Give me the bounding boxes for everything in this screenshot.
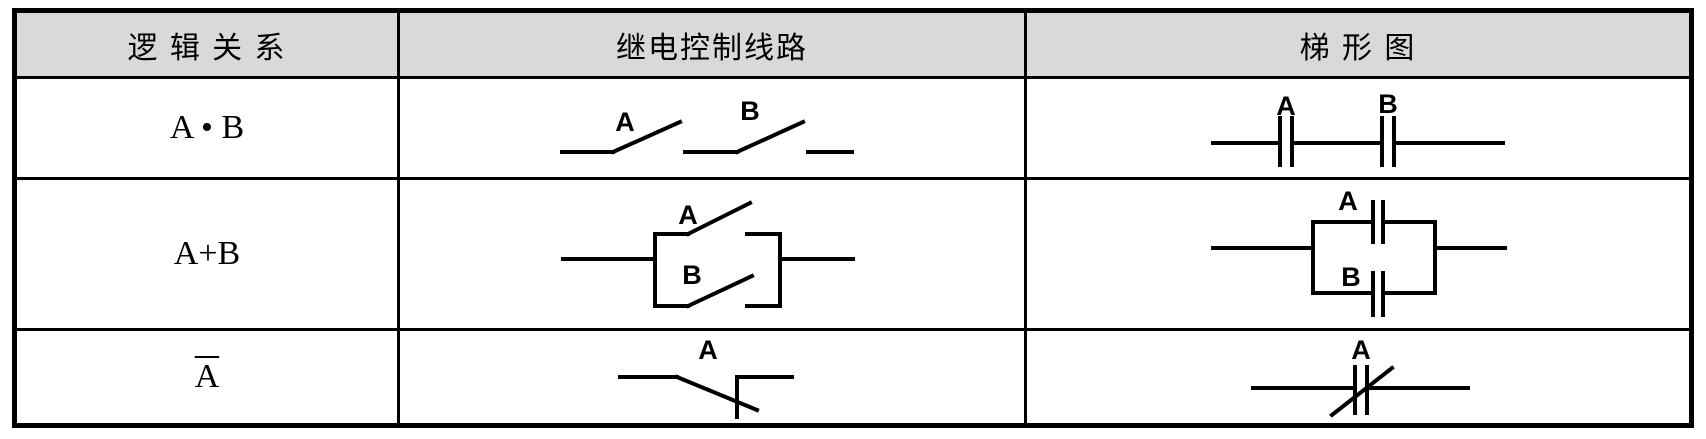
ladder-nc-a-cell: A <box>1027 331 1689 423</box>
logic-expression-or-text: A+B <box>173 235 241 272</box>
relay-parallel-ab-cell: A B <box>400 180 1024 328</box>
header-ladder-diagram: 梯 形 图 <box>1027 13 1689 76</box>
relay-nc-a-diagram: A <box>618 335 794 419</box>
ladder-parallel-ab-diagram: A B <box>1211 186 1507 317</box>
switch-label-b: B <box>740 96 760 126</box>
logic-expression-and-text: A • B <box>169 109 245 146</box>
contact-label-b: B <box>1341 262 1361 292</box>
logic-relay-ladder-table: 逻 辑 关 系 继电控制线路 梯 形 图 A • B A B <box>12 8 1694 428</box>
ladder-nc-a-diagram: A <box>1251 335 1470 418</box>
switch-label-a: A <box>615 107 635 137</box>
switch-label-a: A <box>698 335 718 365</box>
logic-expression-not: A <box>17 331 397 423</box>
switch-label-b: B <box>682 260 702 290</box>
logic-expression-or: A+B <box>17 180 397 328</box>
contact-label-a: A <box>1276 91 1296 121</box>
relay-parallel-ab-diagram: A B <box>561 200 855 309</box>
ladder-series-ab-cell: A B <box>1027 79 1689 177</box>
logic-expression-not-text: A <box>194 358 220 395</box>
contact-label-a: A <box>1351 335 1371 365</box>
contact-label-b: B <box>1378 89 1398 119</box>
ladder-parallel-ab-cell: A B <box>1027 180 1689 328</box>
switch-label-a: A <box>678 200 698 230</box>
ladder-series-ab-diagram: A B <box>1211 89 1505 167</box>
header-relay-circuit: 继电控制线路 <box>400 13 1024 76</box>
relay-series-ab-diagram: A B <box>560 96 854 155</box>
logic-expression-and: A • B <box>17 79 397 177</box>
header-logic-relation: 逻 辑 关 系 <box>17 13 397 76</box>
relay-series-ab-cell: A B <box>400 79 1024 177</box>
contact-label-a: A <box>1338 186 1358 216</box>
relay-nc-a-cell: A <box>400 331 1024 423</box>
